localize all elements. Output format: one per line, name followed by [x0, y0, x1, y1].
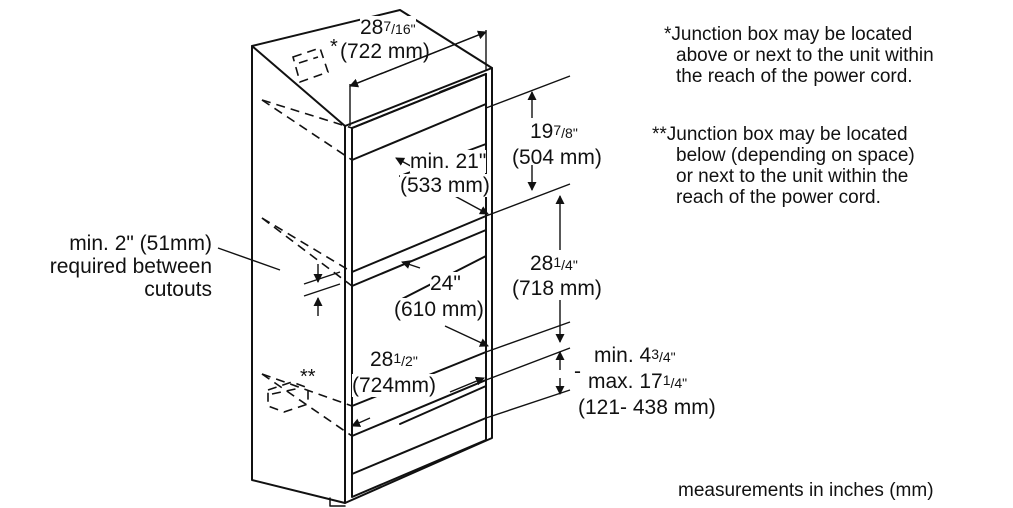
- ext-line-gap-a: [303, 271, 341, 285]
- dim-cutout-gap-line1: min. 2" (51mm): [69, 232, 212, 255]
- dim-line-bottom-width: [449, 376, 485, 393]
- shelf-mid-2: [351, 229, 487, 287]
- junction-box-bottom-inner: [271, 387, 301, 395]
- hidden-edge-top: [261, 99, 353, 129]
- hidden-edge-mid: [261, 217, 353, 273]
- leader-cutout-gap: [217, 247, 281, 271]
- shelf-top-2: [351, 103, 487, 161]
- dim-base-height-mm: (121- 438 mm): [578, 396, 716, 419]
- note-single-star: *Junction box may be located above or ne…: [664, 24, 934, 87]
- ext-line-top-h-top: [485, 75, 571, 109]
- ext-line-base-bot: [485, 389, 571, 419]
- note2-line2: below (depending on space): [676, 145, 915, 166]
- dim-width-top: 287/16": [360, 16, 416, 41]
- dim-line-bottom-width-back: [351, 417, 371, 427]
- note2-line3: or next to the unit within the: [676, 166, 909, 187]
- hidden-edge-top2: [261, 99, 353, 161]
- dim-lower-section-height-mm: (718 mm): [512, 277, 602, 300]
- shelf-bottom: [351, 417, 487, 475]
- dim-cutout-gap-line2: required between: [49, 255, 212, 278]
- mark-dash: -: [574, 360, 581, 383]
- note1-star: *: [664, 24, 672, 45]
- dim-lower-depth: 24": [430, 272, 461, 295]
- dim-bottom-width-mm: (724mm): [352, 374, 437, 397]
- dim-cutout-gap: min. 2" (51mm) required between cutouts: [20, 232, 212, 301]
- front-opening: [351, 73, 487, 498]
- ext-line-base-top: [485, 347, 571, 381]
- shelf-mid-1: [351, 215, 487, 273]
- note-double-star: **Junction box may be located below (dep…: [652, 124, 915, 208]
- footer-measurements-note: measurements in inches (mm): [678, 480, 934, 501]
- cabinet-base: [329, 497, 346, 507]
- note1-line3: the reach of the power cord.: [676, 66, 913, 87]
- note2-star: **: [652, 124, 667, 145]
- ext-line-lower-top: [485, 183, 571, 217]
- dim-lower-depth-mm: (610 mm): [394, 298, 484, 321]
- note1-line2: above or next to the unit within: [676, 45, 934, 66]
- dim-base-height-max: max. 171/4": [588, 370, 688, 393]
- note2-line4: reach of the power cord.: [676, 187, 881, 208]
- note1-line1: Junction box may be located: [671, 24, 913, 45]
- dim-lower-section-height: 281/4": [530, 252, 578, 275]
- mark-single-star: *: [330, 36, 338, 58]
- hidden-edge-mid2: [261, 217, 353, 287]
- dim-line-lower-depth-back: [401, 260, 421, 269]
- dim-bottom-width: 281/2": [370, 348, 418, 373]
- mark-double-star: **: [300, 366, 316, 388]
- hidden-edge-low2: [261, 373, 353, 437]
- note2-line1: Junction box may be located: [666, 124, 908, 145]
- inner-depth-top: [439, 73, 487, 93]
- cabinet-front-right: [344, 67, 493, 504]
- dim-line-lower-depth: [444, 325, 489, 347]
- dim-base-height-min: min. 43/4": [594, 344, 676, 367]
- cabinet-left-side: [251, 45, 346, 504]
- dim-top-depth-mm: (533 mm): [400, 174, 490, 197]
- dim-top-section-height-mm: (504 mm): [512, 146, 602, 169]
- shelf-low-2: [351, 379, 487, 437]
- dim-width-top-mm: (722 mm): [340, 40, 430, 63]
- dim-line-width-top-back: [349, 31, 487, 88]
- inner-depth-c: [399, 385, 487, 425]
- ext-line-lower-bot: [485, 321, 571, 353]
- dim-top-section-height: 197/8": [530, 120, 578, 143]
- junction-box-top: [292, 46, 330, 84]
- dim-cutout-gap-line3: cutouts: [144, 278, 212, 301]
- junction-box-top-inner: [298, 56, 319, 64]
- dim-top-depth: min. 21": [410, 150, 487, 173]
- hidden-edge-low: [261, 373, 353, 407]
- ext-line-gap-b: [303, 283, 341, 297]
